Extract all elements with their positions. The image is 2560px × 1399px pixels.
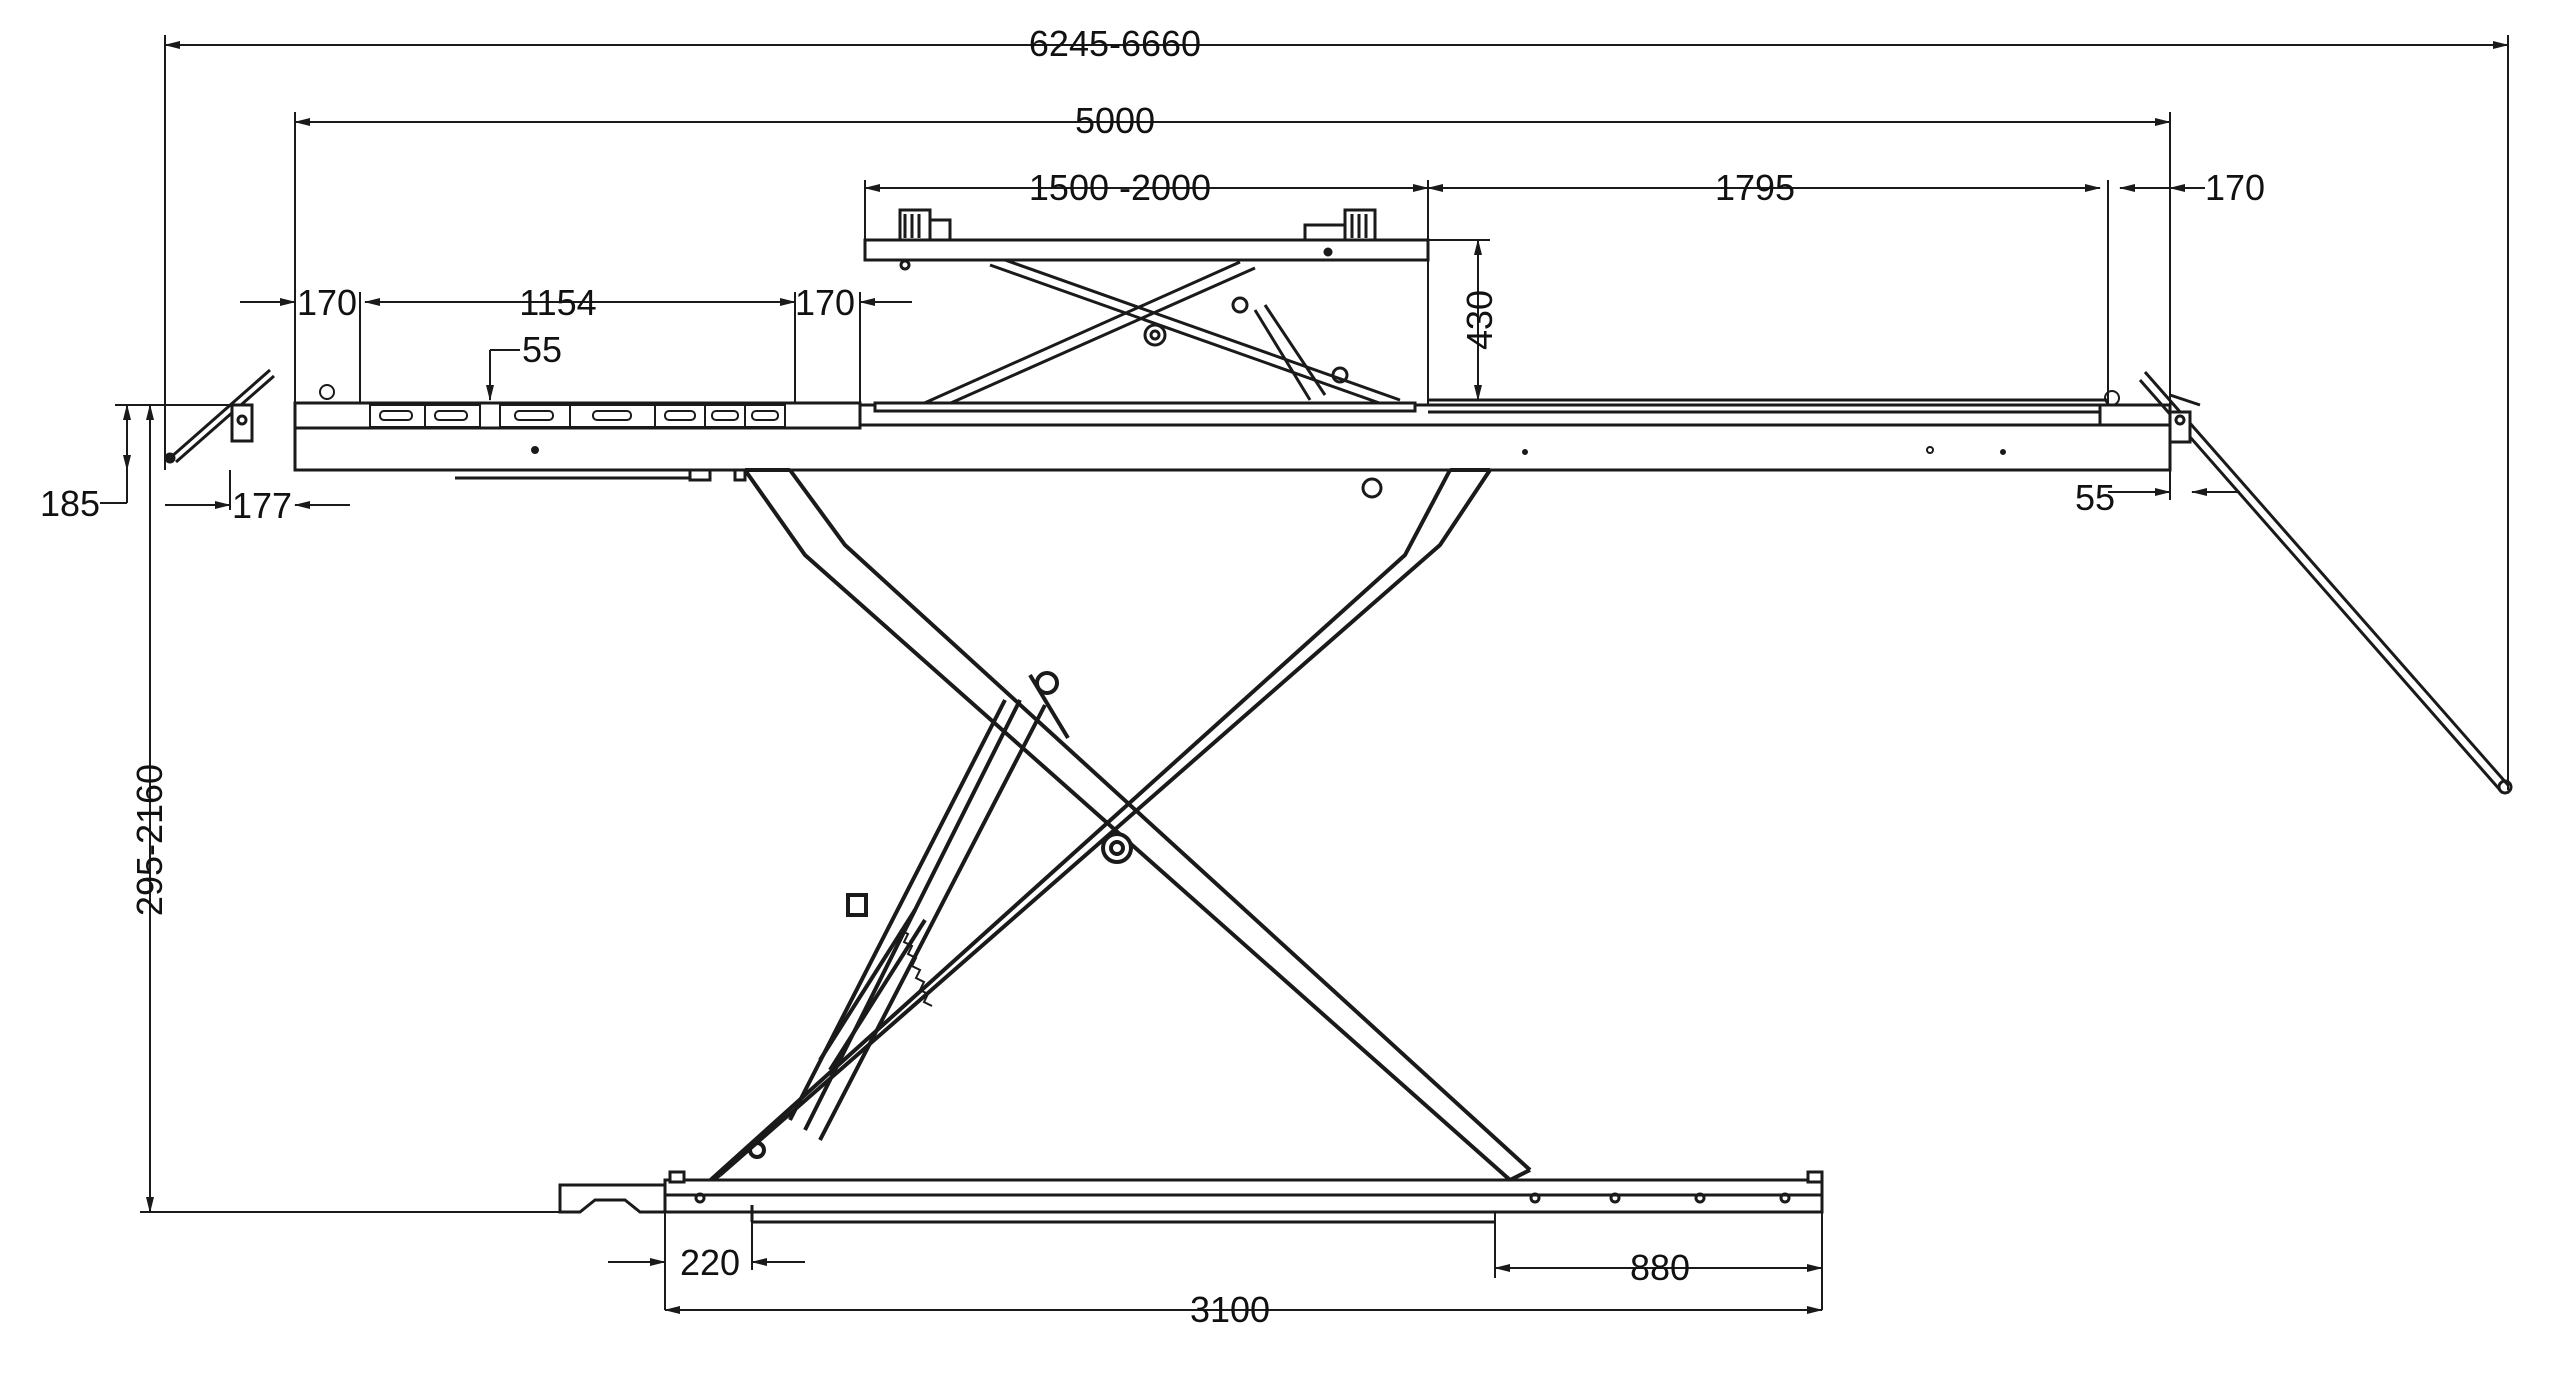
dim-rear-section: 1795 [1715, 167, 1795, 208]
rear-ramp [2138, 371, 2513, 795]
dim-ramp-height: 185 [40, 483, 100, 524]
dimension-lines [100, 35, 2509, 1314]
dim-overall-length: 6245-6660 [1029, 23, 1201, 64]
dim-base-length: 3100 [1190, 1289, 1270, 1330]
front-ramp [164, 368, 275, 464]
platform-slots [319, 384, 2120, 455]
dim-front-offset-right: 170 [795, 282, 855, 323]
dim-front-offset-left: 170 [297, 282, 357, 323]
secondary-jack [863, 208, 1430, 499]
main-scissor [703, 468, 1532, 1187]
dim-base-offset: 220 [680, 1242, 740, 1283]
dim-platform-length: 5000 [1075, 100, 1155, 141]
dim-ramp-offset: 177 [232, 485, 292, 526]
base-frame [558, 1170, 1824, 1224]
dim-rear-ramp-offset: 170 [2205, 167, 2265, 208]
dim-front-slot-length: 1154 [519, 282, 596, 323]
dim-rear-step: 55 [2075, 477, 2115, 518]
dim-base-rear-section: 880 [1630, 1247, 1690, 1288]
dimension-labels: 6245-6660 5000 1500 -2000 1795 170 170 1… [40, 23, 2265, 1330]
dim-secondary-lift-height: 430 [1459, 290, 1500, 350]
dim-slot-depth: 55 [522, 329, 562, 370]
dim-lift-height-range: 295-2160 [129, 764, 170, 916]
dim-secondary-lift-length: 1500 -2000 [1029, 167, 1211, 208]
